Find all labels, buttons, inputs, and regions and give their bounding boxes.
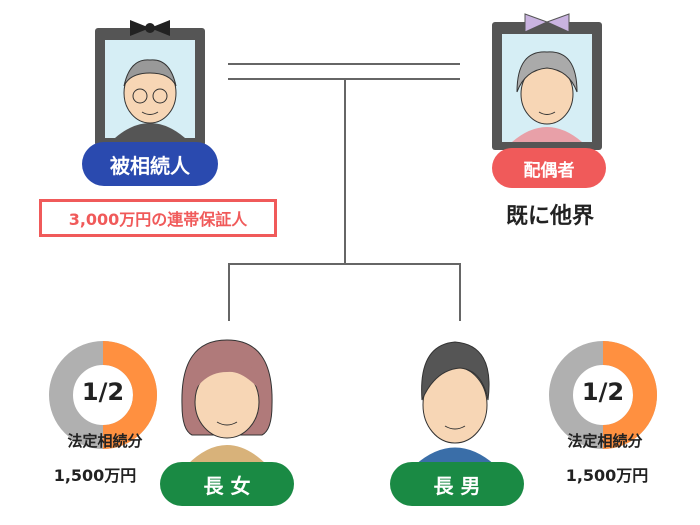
marriage-line-bottom: [228, 78, 460, 80]
spouse-badge: 配偶者: [492, 148, 606, 188]
daughter-badge: 長 女: [160, 462, 294, 506]
deceased-portrait: [95, 20, 205, 146]
son-share-donut: [549, 341, 657, 449]
daughter-share-label: 法定相続分: [67, 432, 143, 450]
deceased-badge: 被相続人: [82, 142, 218, 186]
daughter-fraction: 1/2: [81, 378, 125, 406]
son-share-label: 法定相続分: [567, 432, 643, 450]
daughter-amount: 1,500万円: [53, 466, 137, 485]
son-badge: 長 男: [390, 462, 524, 506]
son-fraction: 1/2: [581, 378, 625, 406]
daughter-line: [228, 263, 230, 321]
marriage-line-top: [228, 63, 460, 65]
daughter-avatar: [181, 339, 273, 465]
spouse-portrait: [492, 13, 602, 150]
daughter-share-donut: [49, 341, 157, 449]
guarantor-note: 3,000万円の連帯保証人: [39, 199, 277, 237]
son-amount: 1,500万円: [565, 466, 649, 485]
spouse-status: 既に他界: [505, 204, 594, 229]
descent-line: [344, 80, 346, 265]
donut-share: [102, 341, 157, 449]
children-line: [228, 263, 461, 265]
son-avatar: [415, 341, 495, 465]
son-line: [459, 263, 461, 321]
donut-share: [602, 341, 657, 449]
